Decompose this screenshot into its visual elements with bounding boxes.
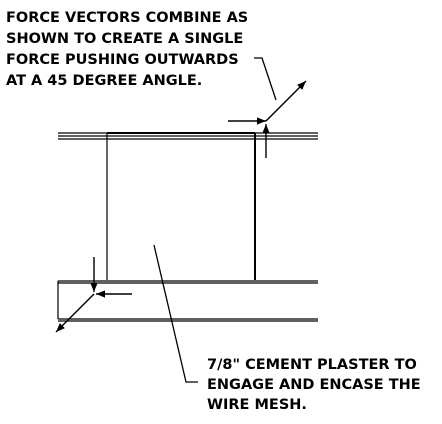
note-line: FORCE VECTORS COMBINE AS (6, 10, 249, 26)
force-vectors-note: FORCE VECTORS COMBINE AS SHOWN TO CREATE… (6, 8, 248, 92)
top-resultant-force-arrow (265, 80, 307, 122)
top-corner-force-vectors (228, 80, 307, 158)
bottom-corner-force-vectors (55, 257, 132, 333)
bottom-plaster-band (57, 280, 318, 322)
bottom-resultant-force-arrow (55, 293, 95, 333)
note-line: FORCE PUSHING OUTWARDS (6, 52, 239, 68)
cement-plaster-note: 7/8" CEMENT PLASTER TO ENGAGE AND ENCASE… (207, 355, 421, 415)
wall-panel (106, 132, 256, 280)
force-vectors-leader-line (254, 57, 277, 101)
note-line: 7/8" CEMENT PLASTER TO (207, 357, 417, 373)
cement-plaster-leader-line (153, 244, 198, 383)
note-line: AT A 45 DEGREE ANGLE. (6, 73, 203, 89)
note-line: SHOWN TO CREATE A SINGLE (6, 31, 244, 47)
note-line: ENGAGE AND ENCASE THE (207, 377, 421, 393)
note-line: WIRE MESH. (207, 397, 307, 413)
